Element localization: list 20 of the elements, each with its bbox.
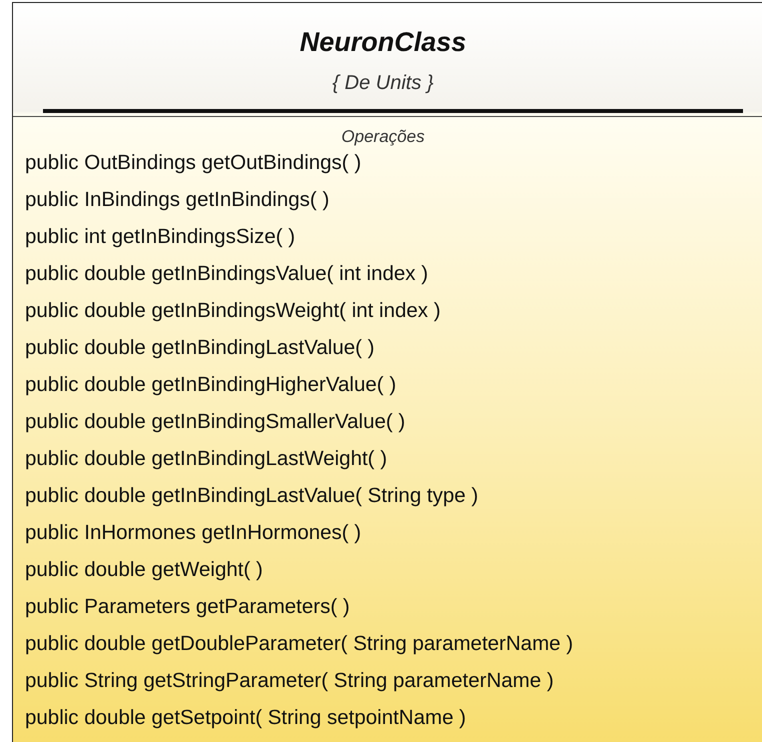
operation-signature: public double getInBindingLastWeight( )	[25, 447, 388, 471]
operation-signature: public int getInBindingsSize( )	[25, 225, 296, 249]
operation-signature: public InHormones getInHormones( )	[25, 521, 362, 545]
operation-signature: public double getInBindingsWeight( int index )	[25, 299, 441, 323]
operation-signature: public String getStringParameter( String parameterName )	[25, 669, 554, 693]
operation-signature: public OutBindings getOutBindings( )	[25, 151, 362, 175]
operation-signature: public double getSetpoint( String setpointName )	[25, 706, 466, 730]
compartment-heading: Operações	[340, 127, 426, 147]
operation-signature: public double getWeight( )	[25, 558, 263, 582]
operation-signature: public Parameters getParameters( )	[25, 595, 350, 619]
class-box	[12, 2, 762, 742]
stereotype-label: { De Units }	[331, 72, 435, 95]
operation-signature: public double getInBindingLastValue( String type )	[25, 484, 478, 508]
operation-signature: public double getInBindingLastValue( )	[25, 336, 375, 360]
operation-signature: public double getDoubleParameter( String parameterName )	[25, 632, 574, 656]
operation-signature: public InBindings getInBindings( )	[25, 188, 330, 212]
operation-signature: public double getInBindingHigherValue( )	[25, 373, 396, 397]
operation-signature: public double getInBindingsValue( int index )	[25, 262, 428, 286]
class-name: NeuronClass	[298, 27, 468, 58]
operation-signature: public double getInBindingSmallerValue( )	[25, 410, 406, 434]
